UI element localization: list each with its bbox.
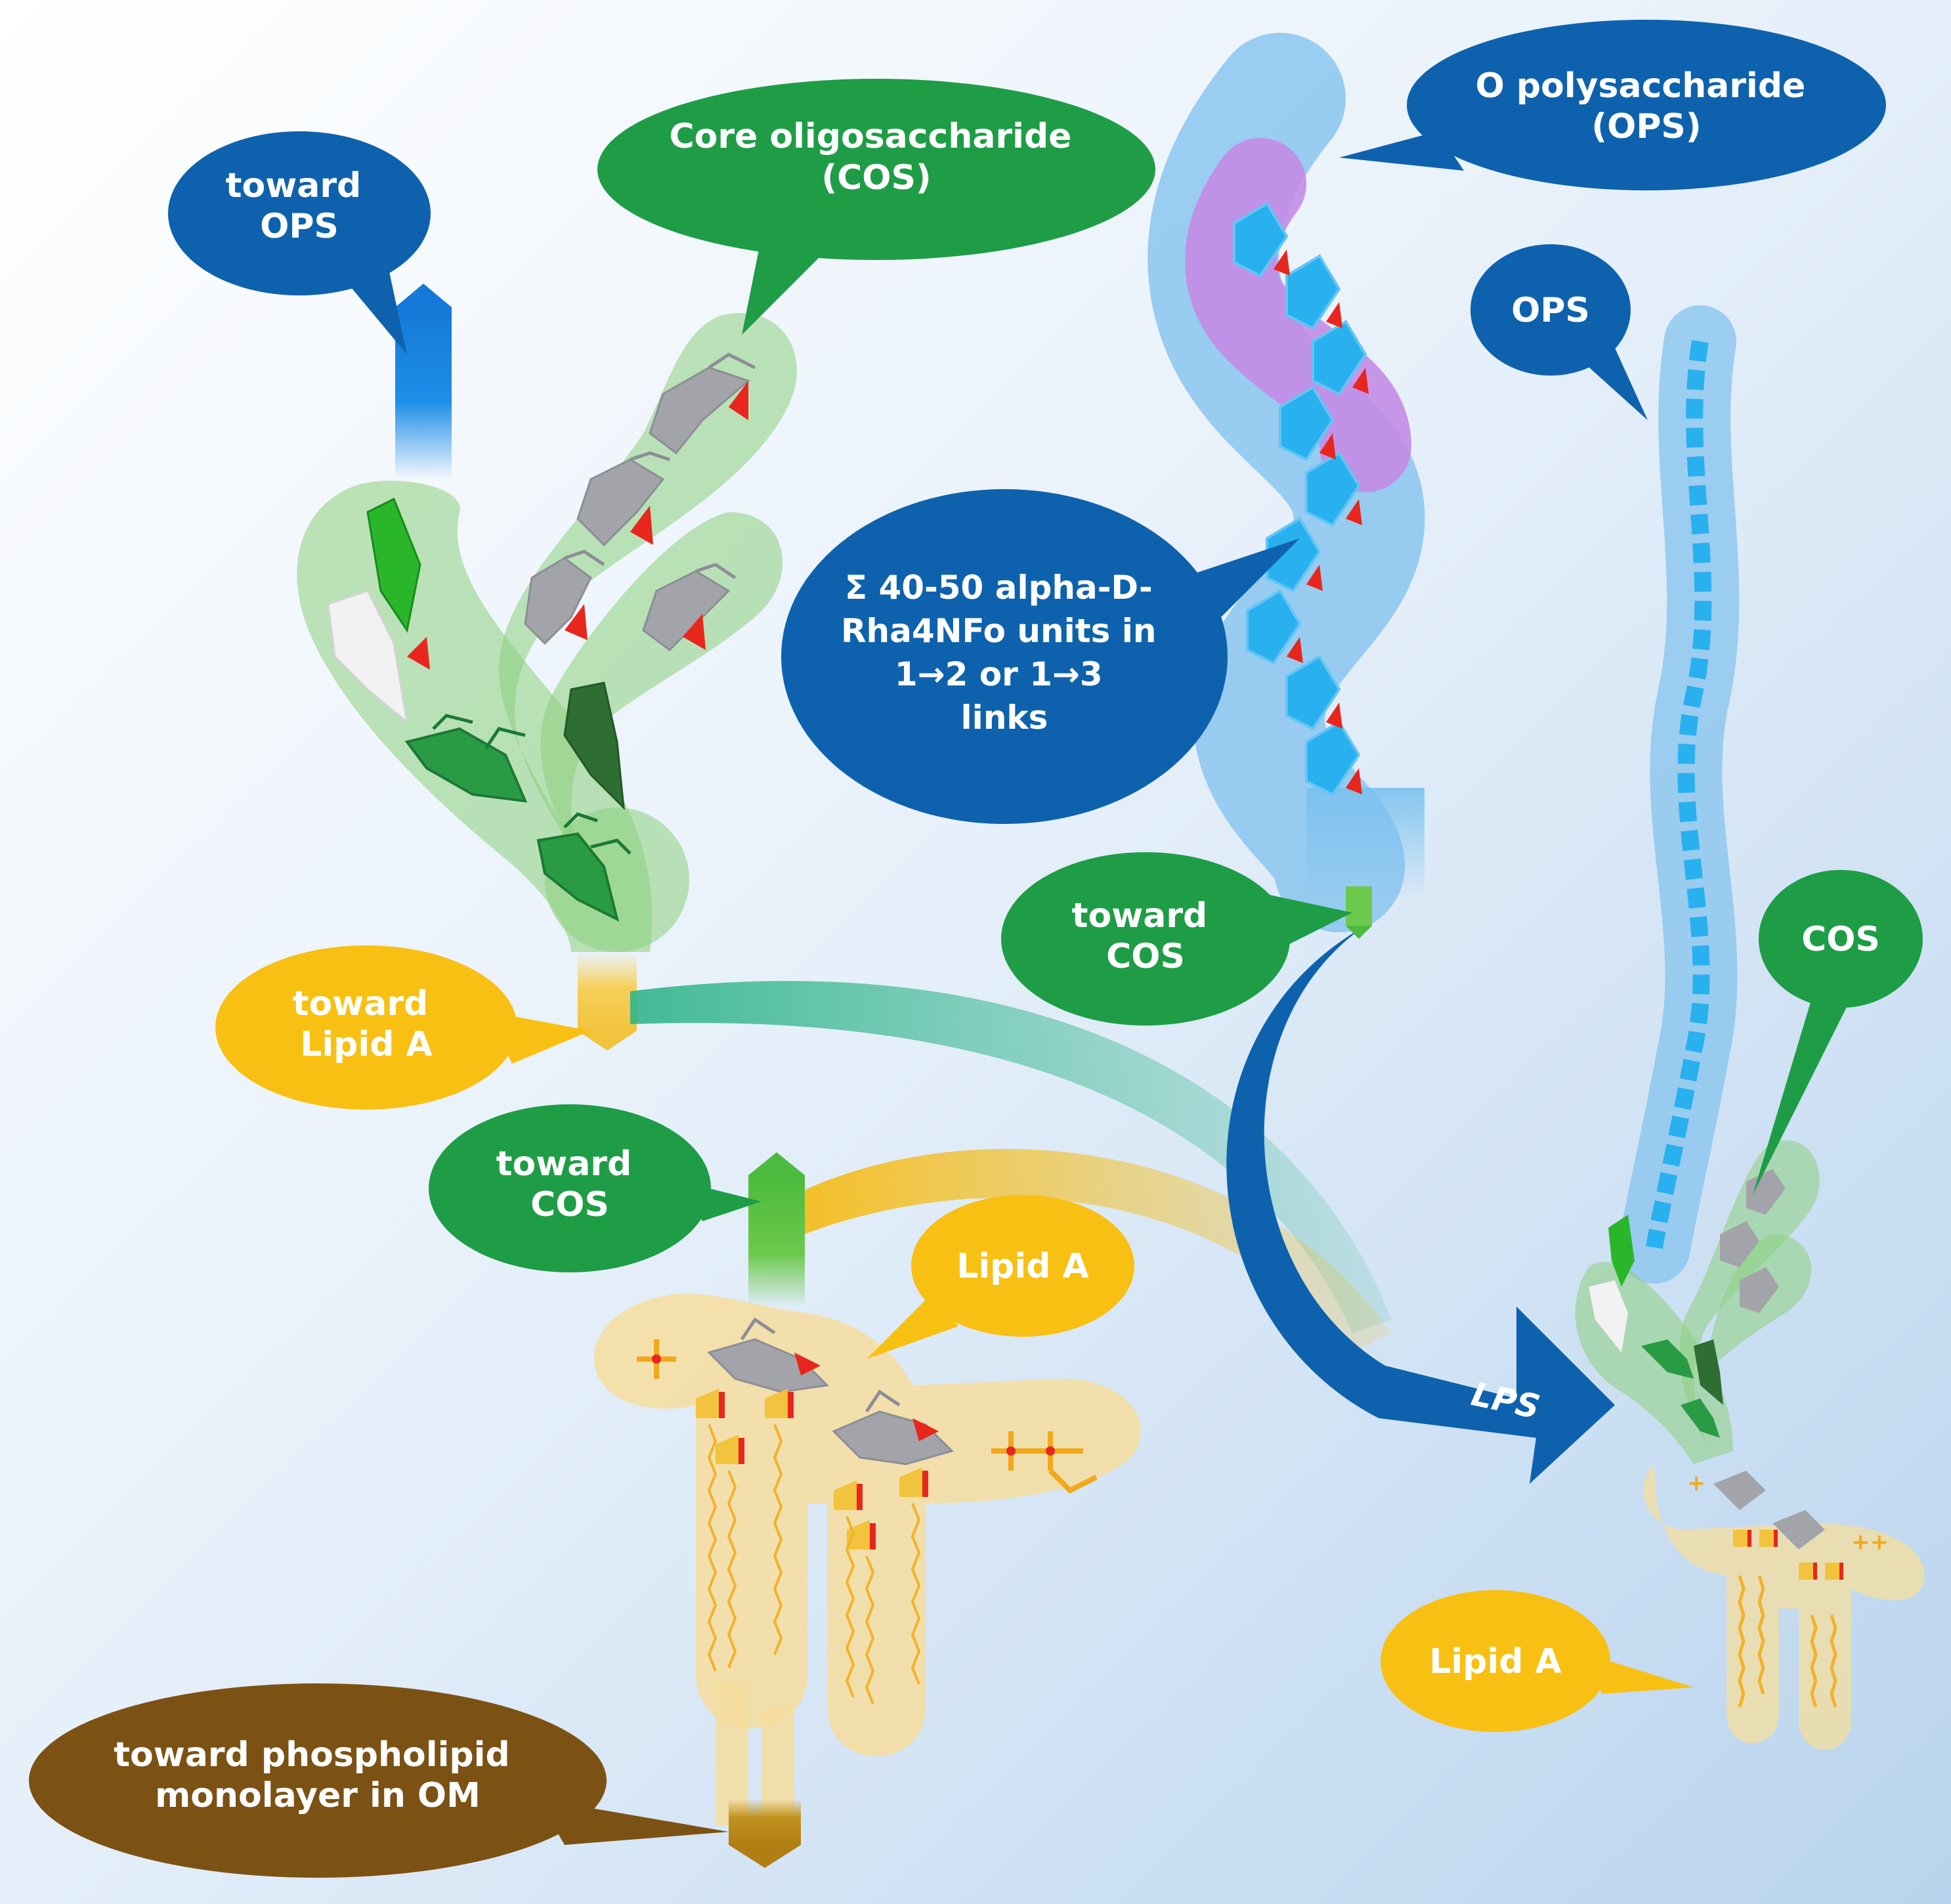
svg-text:Σ 40-50 alpha-D- Rha4NFo: Σ 40-50 alpha-D- Rha4NFo units in 1→2 or… xyxy=(841,569,1168,737)
ops-title-line1: O polysaccharide xyxy=(1476,66,1806,106)
svg-text:COS: COS xyxy=(1801,920,1880,959)
yellow-connector-arrow xyxy=(781,1148,1392,1352)
toward-ops-line1: toward xyxy=(226,166,362,206)
svg-text:++: ++ xyxy=(1851,1529,1889,1555)
svg-text:OPS: OPS xyxy=(1511,291,1590,330)
callout-rha-units: Σ 40-50 alpha-D- Rha4NFo units in 1→2 or… xyxy=(781,489,1300,824)
rha-units-line4: links xyxy=(961,699,1048,737)
svg-text:toward COS: toward COS xyxy=(496,1144,644,1224)
cos-short-label: COS xyxy=(1801,920,1880,959)
callout-toward-ops: toward OPS xyxy=(168,131,431,355)
lps-big-arrow xyxy=(1226,926,1615,1484)
toward-cos-lower-line1: toward xyxy=(496,1144,632,1184)
toward-om-line1: toward phospholipid xyxy=(114,1735,509,1775)
lipid-a-left-label: Lipid A xyxy=(956,1247,1089,1286)
svg-text:toward phospholipid mono: toward phospholipid monolayer in OM xyxy=(114,1735,522,1815)
ops-short-label: OPS xyxy=(1511,291,1590,330)
toward-ops-line2: OPS xyxy=(260,207,339,246)
callout-toward-cos-upper: toward COS xyxy=(1001,852,1352,1026)
svg-text:O polysaccharide (OPS): O polysaccharide (OPS) xyxy=(1476,66,1818,146)
lps-molecule-right: + ++ xyxy=(1575,305,1925,1750)
svg-text:Core oligosaccharide (CO: Core oligosaccharide (COS) xyxy=(669,117,1083,198)
svg-text:toward Lipid A: toward Lipid A xyxy=(293,984,440,1064)
rha-units-line1: Σ 40-50 alpha-D- xyxy=(845,569,1153,607)
svg-text:Lipid A: Lipid A xyxy=(956,1247,1089,1286)
ops-title-line2: (OPS) xyxy=(1591,107,1701,146)
cos-linker-stub-upper xyxy=(1346,886,1372,926)
rha-units-line2: Rha4NFo units in xyxy=(841,612,1157,650)
cos-title-line1: Core oligosaccharide xyxy=(669,117,1071,156)
core-oligosaccharide-left xyxy=(297,284,797,1050)
toward-cos-upper-line2: COS xyxy=(1106,937,1185,976)
o-polysaccharide-helix xyxy=(1147,33,1425,939)
ops-linker-tip xyxy=(395,284,452,307)
callout-toward-om: toward phospholipid monolayer in OM xyxy=(29,1683,729,1878)
callout-toward-cos-lower: toward COS xyxy=(429,1104,761,1272)
toward-lipid-a-line2: Lipid A xyxy=(300,1025,433,1064)
toward-cos-upper-line1: toward xyxy=(1072,896,1208,936)
callout-ops-short: OPS xyxy=(1470,244,1648,420)
lipid-a-linker-stub xyxy=(578,952,637,1031)
svg-text:Lipid A: Lipid A xyxy=(1429,1642,1562,1681)
toward-om-line2: monolayer in OM xyxy=(155,1776,481,1815)
callout-toward-lipid-a: toward Lipid A xyxy=(215,945,591,1110)
callout-lipid-a-left: Lipid A xyxy=(867,1195,1134,1359)
svg-text:toward COS: toward COS xyxy=(1072,896,1220,976)
cos-title-line2: (COS) xyxy=(821,158,931,198)
toward-cos-lower-line2: COS xyxy=(530,1185,609,1224)
toward-lipid-a-line1: toward xyxy=(293,984,429,1024)
callout-o-polysaccharide: O polysaccharide (OPS) xyxy=(1339,20,1886,190)
connector-arrows xyxy=(630,926,1615,1484)
callout-cos-short: COS xyxy=(1753,870,1923,1195)
callout-lipid-a-right: Lipid A xyxy=(1381,1590,1694,1732)
lipid-a-linker-tip xyxy=(578,1031,637,1050)
lipid-a-left xyxy=(594,1152,1141,1868)
svg-text:toward OPS: toward OPS xyxy=(226,166,374,246)
cos-linker-stub-lower xyxy=(748,1175,805,1307)
ops-linker-stub xyxy=(395,307,452,479)
lipid-a-right-label: Lipid A xyxy=(1429,1642,1562,1681)
rha-units-line3: 1→2 or 1→3 xyxy=(895,655,1103,693)
svg-text:+: + xyxy=(1687,1470,1706,1496)
om-linker-stub xyxy=(729,1799,801,1845)
callout-core-oligosaccharide: Core oligosaccharide (COS) xyxy=(597,79,1155,335)
